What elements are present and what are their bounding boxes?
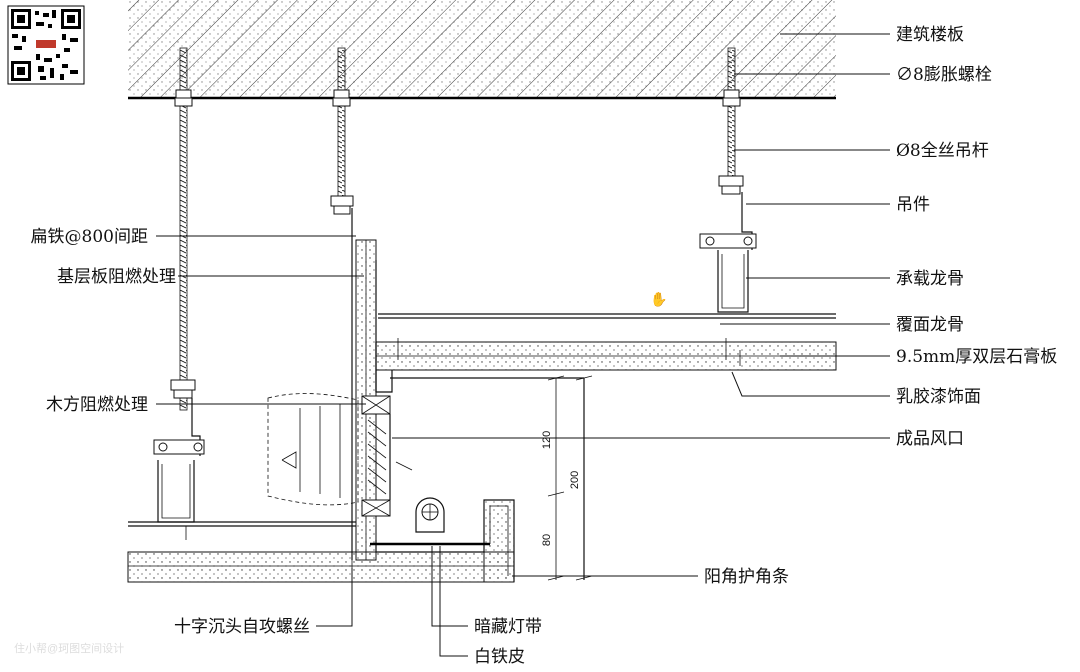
light-trough — [370, 499, 515, 583]
watermark-text: 住小帮@珂图空间设计 — [14, 641, 124, 655]
main-keels — [157, 250, 749, 523]
label-gypsum-board: 9.5mm厚双层石膏板 — [896, 346, 1057, 367]
leader-lines-bottom — [316, 546, 468, 657]
label-base-board: 基层板阻燃处理 — [57, 267, 176, 287]
building-slab — [128, 0, 836, 100]
label-slab: 建筑楼板 — [896, 25, 964, 45]
label-led-strip: 暗藏灯带 — [474, 617, 542, 637]
dim-200: 200 — [569, 471, 581, 489]
air-outlet — [267, 393, 413, 517]
dim-80: 80 — [541, 534, 553, 546]
label-tinplate: 白铁皮 — [474, 647, 525, 667]
label-screw: 十字沉头自攻螺丝 — [174, 617, 310, 637]
cover-keels — [128, 313, 836, 527]
leader-lines-right — [392, 33, 890, 577]
label-anchor-bolt: ∅8膨胀螺栓 — [896, 65, 992, 85]
label-threaded-rod: Ø8全丝吊杆 — [896, 141, 989, 161]
hand-cursor-icon: ✋ — [650, 291, 667, 308]
label-main-keel: 承载龙骨 — [896, 269, 964, 289]
leader-lines-left — [156, 235, 366, 405]
led-strip-lamp — [415, 497, 445, 533]
dimension-lines — [547, 375, 593, 581]
label-corner-guard: 阳角护角条 — [704, 567, 789, 587]
threaded-rods — [170, 47, 744, 411]
label-air-outlet: 成品风口 — [896, 429, 964, 449]
label-cover-keel: 覆面龙骨 — [896, 315, 964, 335]
hangers — [153, 192, 757, 456]
qr-code-icon — [7, 5, 85, 85]
dim-120: 120 — [541, 431, 553, 449]
label-hanger: 吊件 — [896, 195, 930, 215]
lower-gypsum-board — [127, 551, 515, 583]
label-wood-batten: 木方阻燃处理 — [46, 395, 148, 415]
screws — [185, 338, 741, 574]
label-flat-iron: 扁铁@800间距 — [31, 227, 148, 247]
label-latex-paint: 乳胶漆饰面 — [896, 387, 981, 407]
